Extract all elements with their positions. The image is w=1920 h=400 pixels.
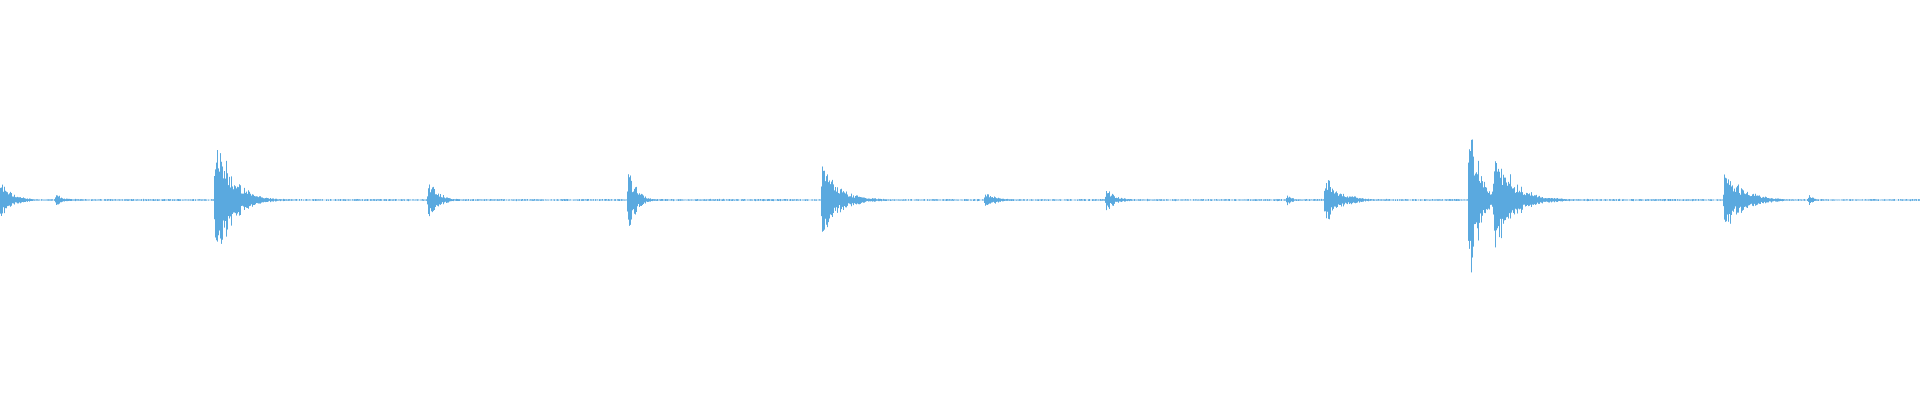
waveform-samples — [0, 139, 1920, 273]
